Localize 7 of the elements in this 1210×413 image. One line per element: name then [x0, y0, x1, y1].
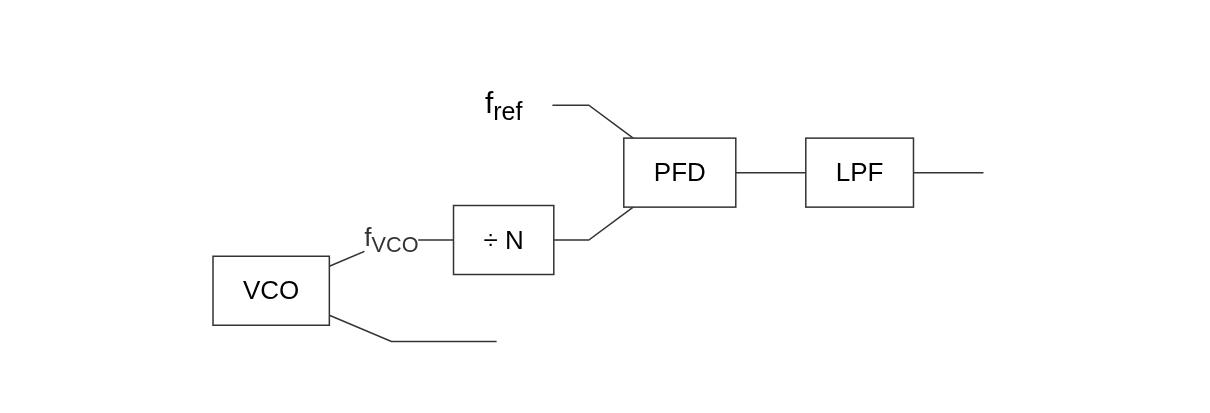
node-box: PFD	[622, 137, 737, 208]
node-text: f$_{ref}$	[484, 85, 523, 125]
connector	[551, 104, 634, 139]
node-box: VCO	[212, 255, 330, 326]
node-box: LPF	[804, 137, 914, 208]
node-box: ÷ N	[452, 204, 555, 275]
edge-label: f$_{VCO}$	[364, 221, 419, 258]
